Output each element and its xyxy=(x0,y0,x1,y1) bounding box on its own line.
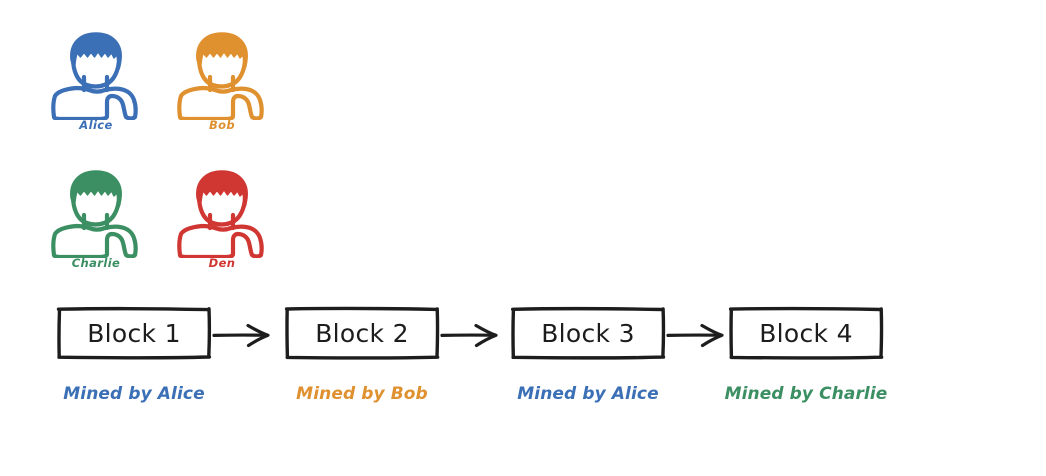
block-node-2[interactable]: Block 2 Mined by Bob xyxy=(284,296,514,426)
block-node-3[interactable]: Block 3 Mined by Alice xyxy=(510,296,740,426)
block-label: Block 2 xyxy=(315,318,409,348)
participant-den[interactable]: Den xyxy=(170,170,274,282)
person-avatar-icon xyxy=(51,170,138,258)
arrow-right-icon xyxy=(440,323,498,348)
person-avatar-icon xyxy=(177,32,264,120)
arrow-right-icon xyxy=(212,323,270,348)
arrow-right-icon xyxy=(666,323,724,348)
block-label: Block 3 xyxy=(541,318,635,348)
block-box-outline xyxy=(511,306,666,360)
block-caption: Mined by Charlie xyxy=(724,384,888,404)
blockchain-chain: Block 1 Mined by Alice Block 2 Mined by … xyxy=(0,296,1046,436)
block-node-1[interactable]: Block 1 Mined by Alice xyxy=(56,296,286,426)
block-caption: Mined by Alice xyxy=(63,384,205,404)
block-box-outline xyxy=(284,306,440,360)
participant-charlie[interactable]: Charlie xyxy=(44,170,148,282)
block-caption: Mined by Alice xyxy=(517,384,659,404)
person-avatar-icon xyxy=(177,170,264,258)
block-label: Block 1 xyxy=(87,318,181,348)
block-caption: Mined by Bob xyxy=(296,384,428,404)
block-label: Block 4 xyxy=(759,318,853,348)
block-node-4[interactable]: Block 4 Mined by Charlie xyxy=(725,296,958,426)
participant-group: Alice Bob Char xyxy=(44,32,274,272)
block-box-outline xyxy=(56,307,212,360)
participant-label: Alice xyxy=(79,118,113,132)
person-avatar-icon xyxy=(51,32,138,120)
participant-label: Bob xyxy=(208,118,236,132)
participant-bob[interactable]: Bob xyxy=(170,32,274,144)
block-box-outline xyxy=(728,306,884,360)
participant-label: Charlie xyxy=(71,256,121,270)
participant-label: Den xyxy=(208,256,236,270)
participant-alice[interactable]: Alice xyxy=(44,32,148,144)
